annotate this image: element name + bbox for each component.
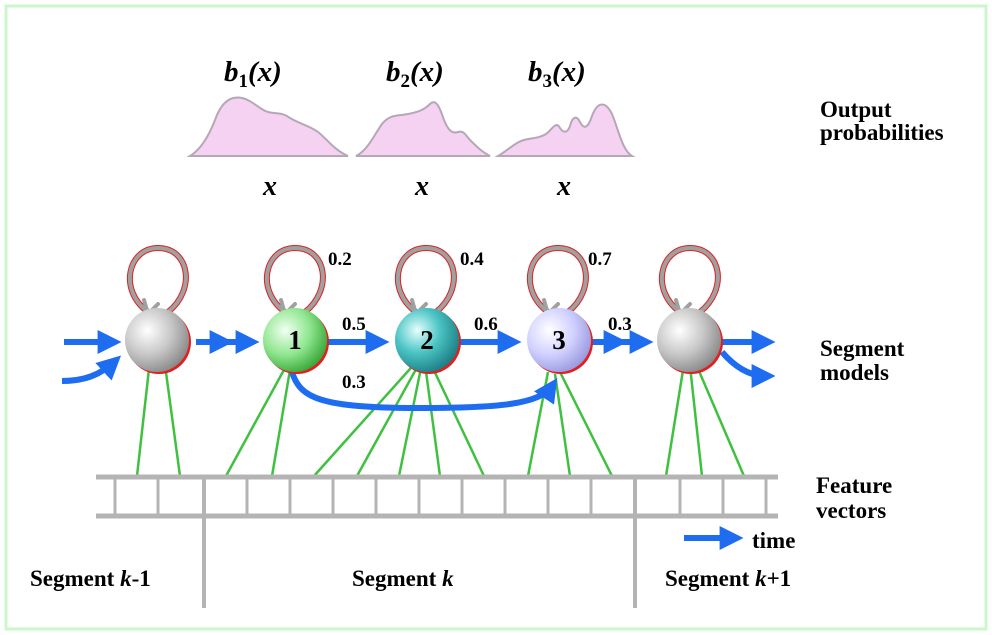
diagram-border	[4, 4, 988, 631]
state-feature-links	[135, 359, 746, 477]
state-1-label: 1	[288, 325, 302, 355]
state-1	[263, 308, 327, 372]
self-loop-1	[264, 244, 326, 318]
time-label: time	[752, 528, 795, 553]
density-axis-2: x	[414, 171, 429, 202]
output-probabilities-label-2: probabilities	[820, 120, 944, 145]
feature-vectors-label-1: Feature	[816, 473, 892, 498]
exit-arrow-2	[719, 350, 776, 388]
self-loop-exit	[659, 244, 721, 318]
density-title-1: b1(x)	[224, 56, 282, 92]
prob-1-to-2: 0.5	[342, 314, 366, 335]
prob-self-3: 0.7	[588, 249, 612, 270]
segment-models-label-1: Segment	[820, 336, 905, 361]
state-2-label: 2	[420, 325, 434, 355]
self-loop-3	[527, 244, 589, 318]
density-b1	[186, 96, 349, 157]
segment-prev-label: Segment k-1	[30, 566, 151, 591]
prob-1-to-3: 0.3	[342, 372, 366, 393]
segment-current-label: Segment k	[352, 566, 454, 591]
feature-vectors-label-2: vectors	[816, 498, 886, 523]
forward-arrows	[61, 330, 776, 388]
feature-vector-cells	[113, 477, 768, 516]
density-b2	[355, 101, 491, 157]
density-b3	[494, 103, 636, 157]
prob-3-to-exit: 0.3	[608, 314, 632, 335]
self-loop-2	[395, 244, 457, 318]
state-3	[527, 308, 591, 372]
segment-models-label-2: models	[820, 360, 889, 385]
state-exit	[657, 308, 721, 372]
output-probabilities-label-1: Output	[820, 97, 892, 122]
self-loop-entry	[127, 244, 189, 318]
feature-vector-frame	[96, 474, 778, 608]
self-loops	[127, 244, 721, 318]
density-title-2: b2(x)	[386, 56, 444, 92]
state-entry	[125, 308, 189, 372]
density-title-3: b3(x)	[528, 56, 586, 92]
entry-arrow-2	[61, 355, 122, 384]
segment-next-label: Segment k+1	[665, 566, 791, 591]
density-axis-1: x	[262, 171, 277, 202]
prob-self-1: 0.2	[328, 249, 352, 270]
state-2	[395, 308, 459, 372]
states	[125, 308, 723, 374]
skip-transition-arrow	[289, 371, 558, 412]
prob-2-to-3: 0.6	[474, 314, 498, 335]
prob-self-2: 0.4	[460, 249, 484, 270]
state-3-label: 3	[552, 325, 566, 355]
density-axis-3: x	[556, 171, 571, 202]
density-curves	[186, 96, 636, 157]
